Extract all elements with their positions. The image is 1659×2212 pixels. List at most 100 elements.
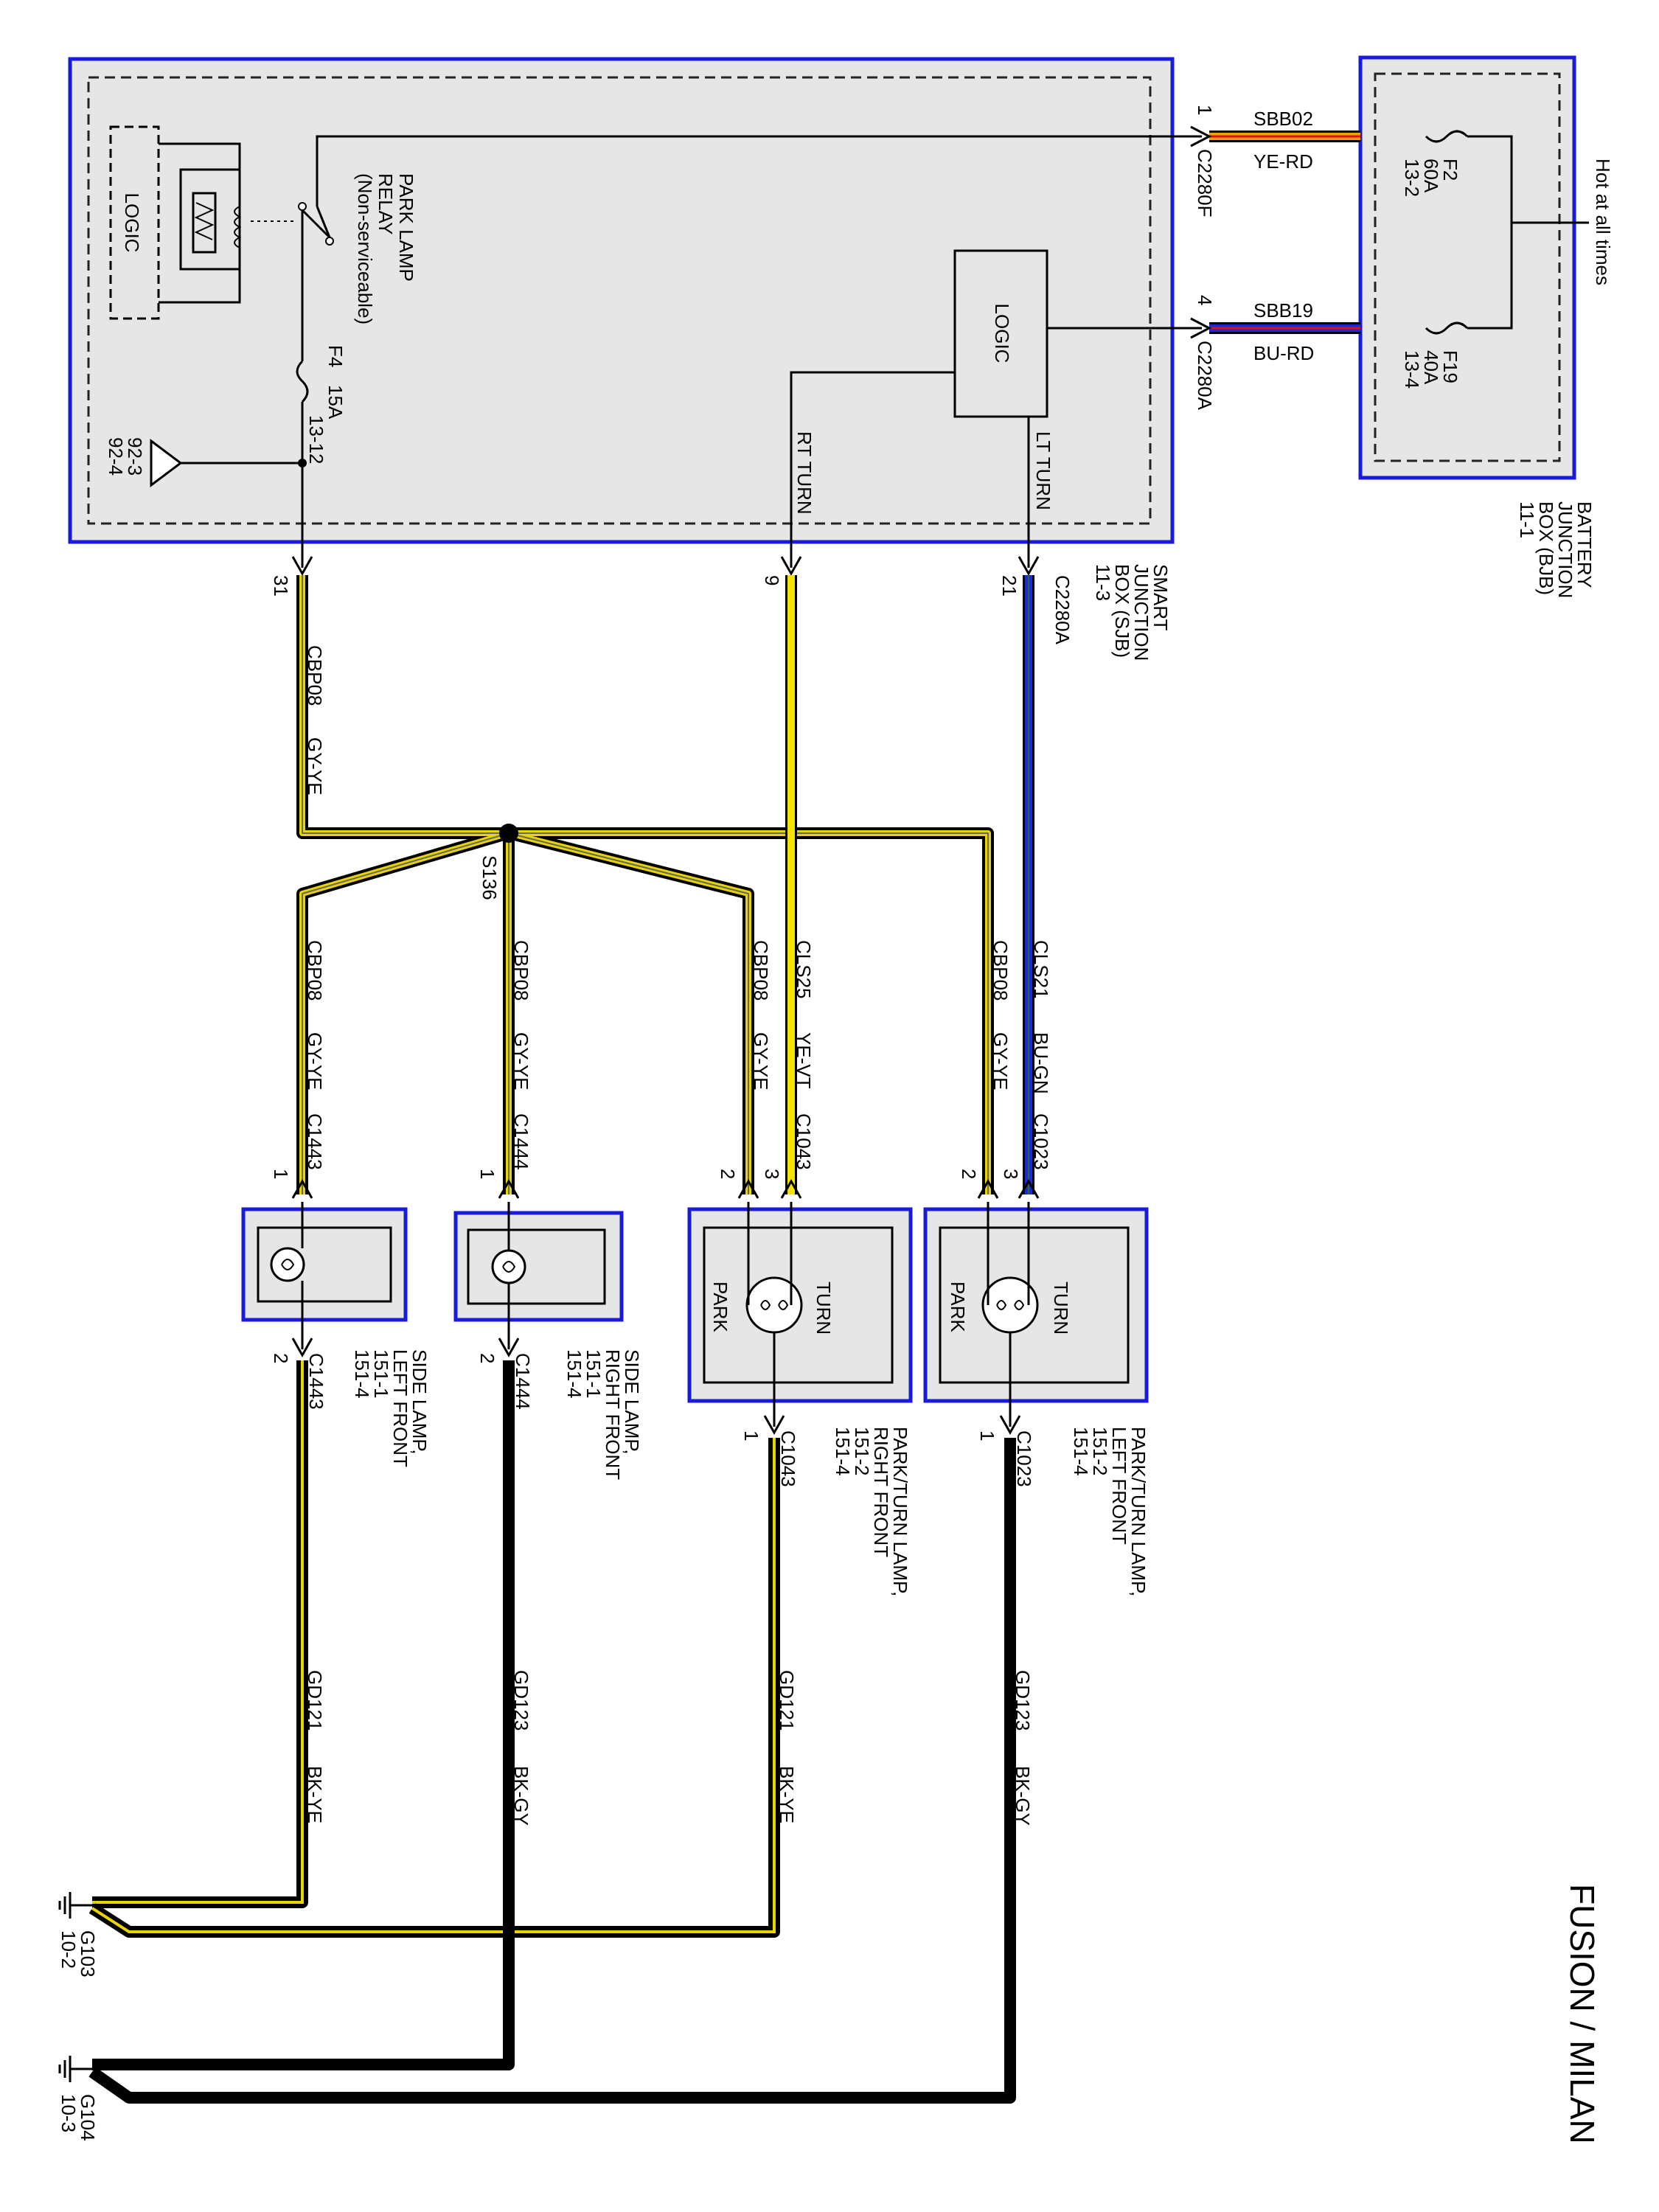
splice-s136 [499, 824, 518, 843]
c2280f-pin: 1 [1194, 105, 1216, 115]
gd121-a-circuit: GD121 [304, 1670, 326, 1731]
pt-lf-l1: PARK/TURN LAMP, [1127, 1427, 1150, 1596]
ground-ref-triangle [150, 439, 183, 487]
bjb-module-box [1358, 55, 1576, 480]
gd121-b-color: BK-YE [776, 1766, 798, 1823]
pt-rf-park-label: PARK [709, 1281, 731, 1333]
sjb-name-3: BOX (SJB) [1111, 564, 1133, 658]
wire-gd123-pt-lf [88, 1438, 1016, 2104]
b1-pin: 1 [270, 1169, 292, 1179]
b1-circuit: CBP08 [304, 940, 326, 1001]
side-lf-l1: SIDE LAMP, [408, 1349, 431, 1455]
rt-turn-label: RT TURN [793, 431, 815, 515]
c2280a-out-label: C2280A [1051, 575, 1074, 645]
b3-circuit: CBP08 [750, 940, 772, 1001]
page-title: FUSION / MILAN [1563, 1884, 1601, 2144]
g104-name: G104 [77, 2094, 99, 2141]
fuse-f4-amp: 15A [324, 385, 347, 420]
side-lamp-left-front [241, 1202, 408, 1349]
sbb02-color: YE-RD [1253, 150, 1313, 173]
gd121-a-color: BK-YE [304, 1766, 326, 1823]
side-lf-l2: LEFT FRONT [389, 1349, 411, 1467]
bjb-name-1: BATTERY [1573, 501, 1596, 588]
b1-color: GY-YE [304, 1032, 326, 1091]
b3-color: GY-YE [750, 1032, 772, 1091]
side-lf-pin: 2 [270, 1353, 292, 1363]
pt-rf-l2: RIGHT FRONT [870, 1427, 892, 1557]
gd121-b-circuit: GD121 [776, 1670, 798, 1731]
ground-symbol-g103 [58, 1892, 92, 1919]
side-rf-pin: 2 [476, 1353, 498, 1363]
pt-lf-pin: 1 [976, 1430, 998, 1441]
gd123-a-circuit: GD123 [510, 1670, 532, 1731]
hot-at-all-times: Hot at all times [1592, 159, 1614, 285]
relay-label-1: PARK LAMP [395, 173, 417, 282]
fuse-f2-amp: 60A [1420, 159, 1442, 193]
logic-block-left [109, 125, 160, 320]
bjb-bus [1467, 135, 1589, 330]
sjb-name-ref: 11-3 [1092, 564, 1114, 601]
side-rf-r2: 151-4 [563, 1349, 585, 1399]
fuse-f2-name: F2 [1439, 159, 1461, 181]
pt-lf-turn-label: TURN [1050, 1281, 1072, 1335]
pt-rf-r1: 151-2 [851, 1427, 873, 1476]
b4-pin: 2 [958, 1169, 980, 1179]
cls21-conn: C1023 [1030, 1113, 1052, 1170]
sbb19-color: BU-RD [1253, 342, 1314, 364]
ground-ref-dot [298, 459, 307, 467]
wire-gd121-side-lf [92, 1360, 308, 1908]
cls25-conn: C1043 [793, 1113, 815, 1170]
fuse-f19-name: F19 [1439, 350, 1461, 383]
cbp08-main-circuit: CBP08 [304, 645, 326, 706]
b4-color: GY-YE [990, 1032, 1012, 1091]
fuse-f19-ref: 13-4 [1401, 350, 1423, 389]
fuse-f4-ref: 13-12 [305, 415, 327, 465]
ground-symbol-g104 [58, 2056, 92, 2082]
b2-color: GY-YE [510, 1032, 532, 1091]
fuse-f2-symbol [1425, 130, 1469, 143]
splice-s136-label: S136 [479, 855, 501, 900]
side-rf-l1: SIDE LAMP, [621, 1349, 643, 1455]
fuse-f4-symbol [296, 360, 309, 403]
g103-ref: 10-2 [58, 1930, 80, 1969]
lamp-input-arrows [291, 1178, 1040, 1199]
c2280f-arrow [1190, 125, 1212, 147]
side-rf-r1: 151-1 [582, 1349, 605, 1399]
b4-circuit: CBP08 [990, 940, 1012, 1001]
lamp-output-arrows [291, 1338, 1021, 1436]
c2280f-name: C2280F [1194, 149, 1216, 218]
fuse-f19-amp: 40A [1420, 350, 1442, 385]
pin31-arrow [291, 556, 313, 577]
cls21-color: BU-GN [1030, 1032, 1052, 1094]
side-lamp-right-front [453, 1202, 624, 1349]
pt-rf-conn: C1043 [777, 1430, 799, 1487]
pt-rf-l1: PARK/TURN LAMP, [889, 1427, 911, 1596]
sjb-name-1: SMART [1150, 564, 1172, 631]
relay-feed-line [316, 135, 1202, 206]
bjb-name-3: BOX (BJB) [1535, 501, 1557, 595]
wire-cbp08-network [296, 575, 994, 1194]
fuse-f2-ref: 13-2 [1401, 159, 1423, 197]
park-turn-lamp-right-front [687, 1202, 913, 1427]
sbb02-circuit: SBB02 [1253, 108, 1313, 130]
lt-turn-label: LT TURN [1032, 431, 1054, 510]
cbp08-main-color: GY-YE [304, 737, 326, 796]
wire-gd123-side-rf [92, 1360, 515, 2070]
logic-label-right: LOGIC [991, 304, 1013, 364]
g104-ref: 10-3 [58, 2094, 80, 2132]
ground-ref-1: 92-3 [124, 437, 146, 476]
pt-lf-l2: LEFT FRONT [1108, 1427, 1130, 1545]
ground-ref-2: 92-4 [105, 437, 127, 476]
side-lf-conn: C1443 [305, 1353, 327, 1410]
b1-conn: C1443 [304, 1113, 326, 1170]
c2280a-in-pin: 4 [1194, 295, 1216, 305]
fuse-f19-symbol [1425, 321, 1469, 335]
logic-label-left: LOGIC [121, 193, 143, 253]
park-turn-lamp-left-front [923, 1202, 1149, 1427]
pt-lf-r2: 151-4 [1070, 1427, 1092, 1476]
b2-conn: C1444 [510, 1113, 532, 1170]
relay-label-2: RELAY [375, 173, 397, 234]
side-lf-r2: 151-4 [351, 1349, 373, 1399]
cls25-circuit: CLS25 [793, 940, 815, 999]
bjb-inner-dashed [1374, 72, 1561, 462]
